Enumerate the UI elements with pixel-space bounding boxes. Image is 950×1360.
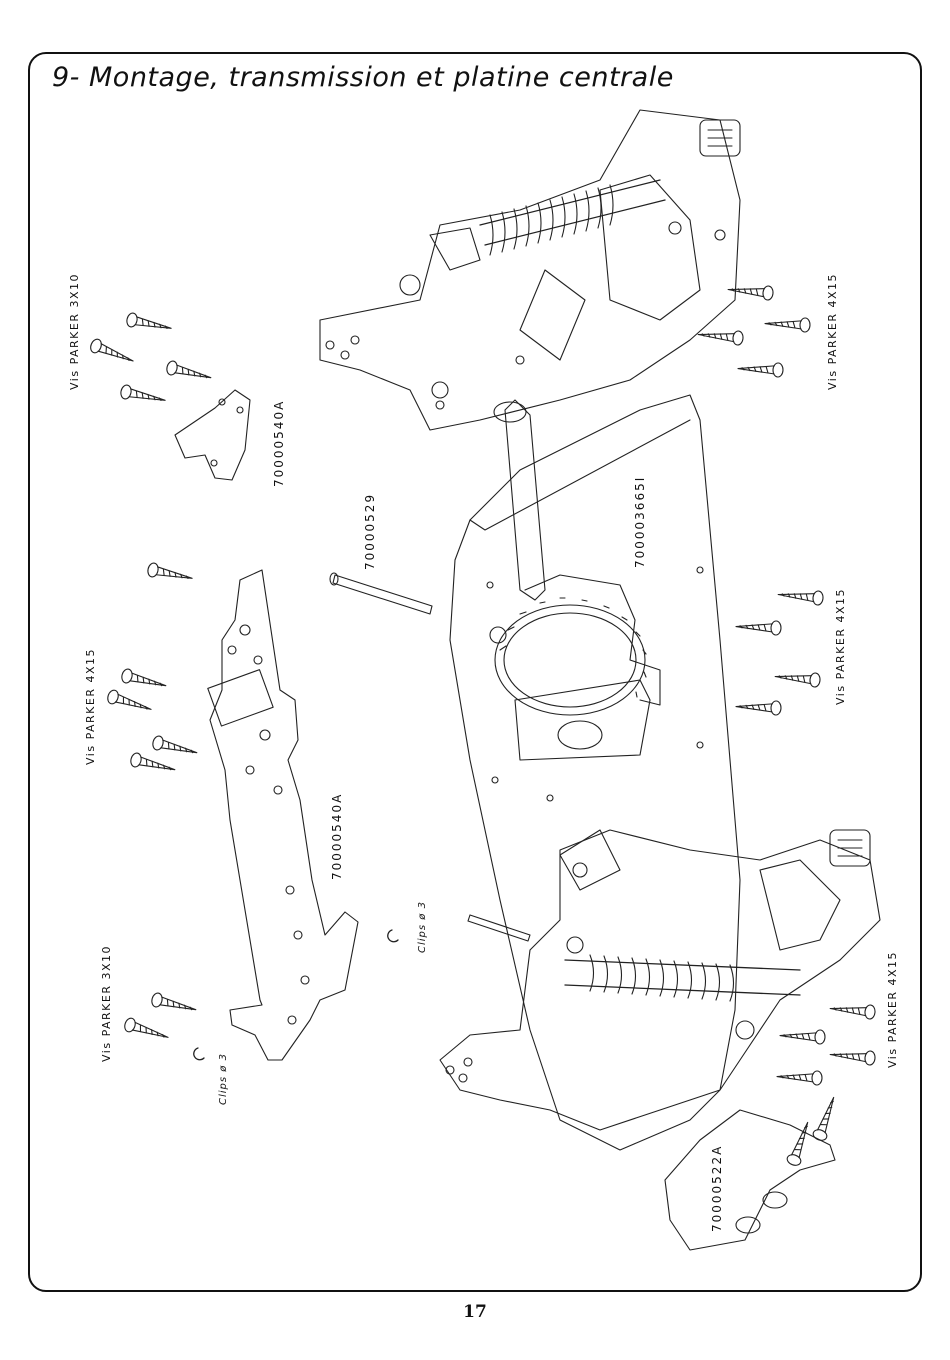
spur-gear-assembly	[495, 575, 660, 760]
label-part-70000522A: 70000522A	[710, 1145, 724, 1232]
rear-shock	[565, 830, 870, 1001]
centre-driveshaft	[505, 400, 545, 600]
clip-center	[388, 930, 398, 942]
rear-skid-plate	[665, 1110, 835, 1250]
label-screw-4x15-right-top: Vis PARKER 4X15	[826, 273, 839, 390]
label-clips-center: Clips ø 3	[417, 901, 428, 953]
label-screw-4x15-right-bottom: Vis PARKER 4X15	[886, 951, 899, 1068]
rear-suspension-block	[440, 830, 880, 1130]
chassis-plate	[450, 395, 740, 1150]
clip-bottom	[194, 1048, 204, 1060]
label-screw-3x10-top: Vis PARKER 3X10	[68, 273, 81, 390]
label-part-70000540A-bracket: 70000540A	[272, 400, 286, 487]
page-number: 17	[0, 1302, 950, 1322]
label-clips-bottom: Clips ø 3	[218, 1053, 229, 1105]
label-part-70003665I: 700003665I	[633, 476, 647, 568]
rear-pin-shaft	[468, 915, 530, 941]
front-suspension-block	[320, 110, 740, 430]
label-screw-4x15-right-mid: Vis PARKER 4X15	[834, 588, 847, 705]
shaft-70000529	[333, 575, 432, 614]
label-screw-3x10-bottom: Vis PARKER 3X10	[100, 945, 113, 1062]
bracket-70000540A	[175, 390, 250, 480]
label-part-70000540A-plate: 70000540A	[330, 793, 344, 880]
label-part-70000529: 70000529	[363, 493, 377, 570]
label-screw-4x15-left: Vis PARKER 4X15	[84, 648, 97, 765]
